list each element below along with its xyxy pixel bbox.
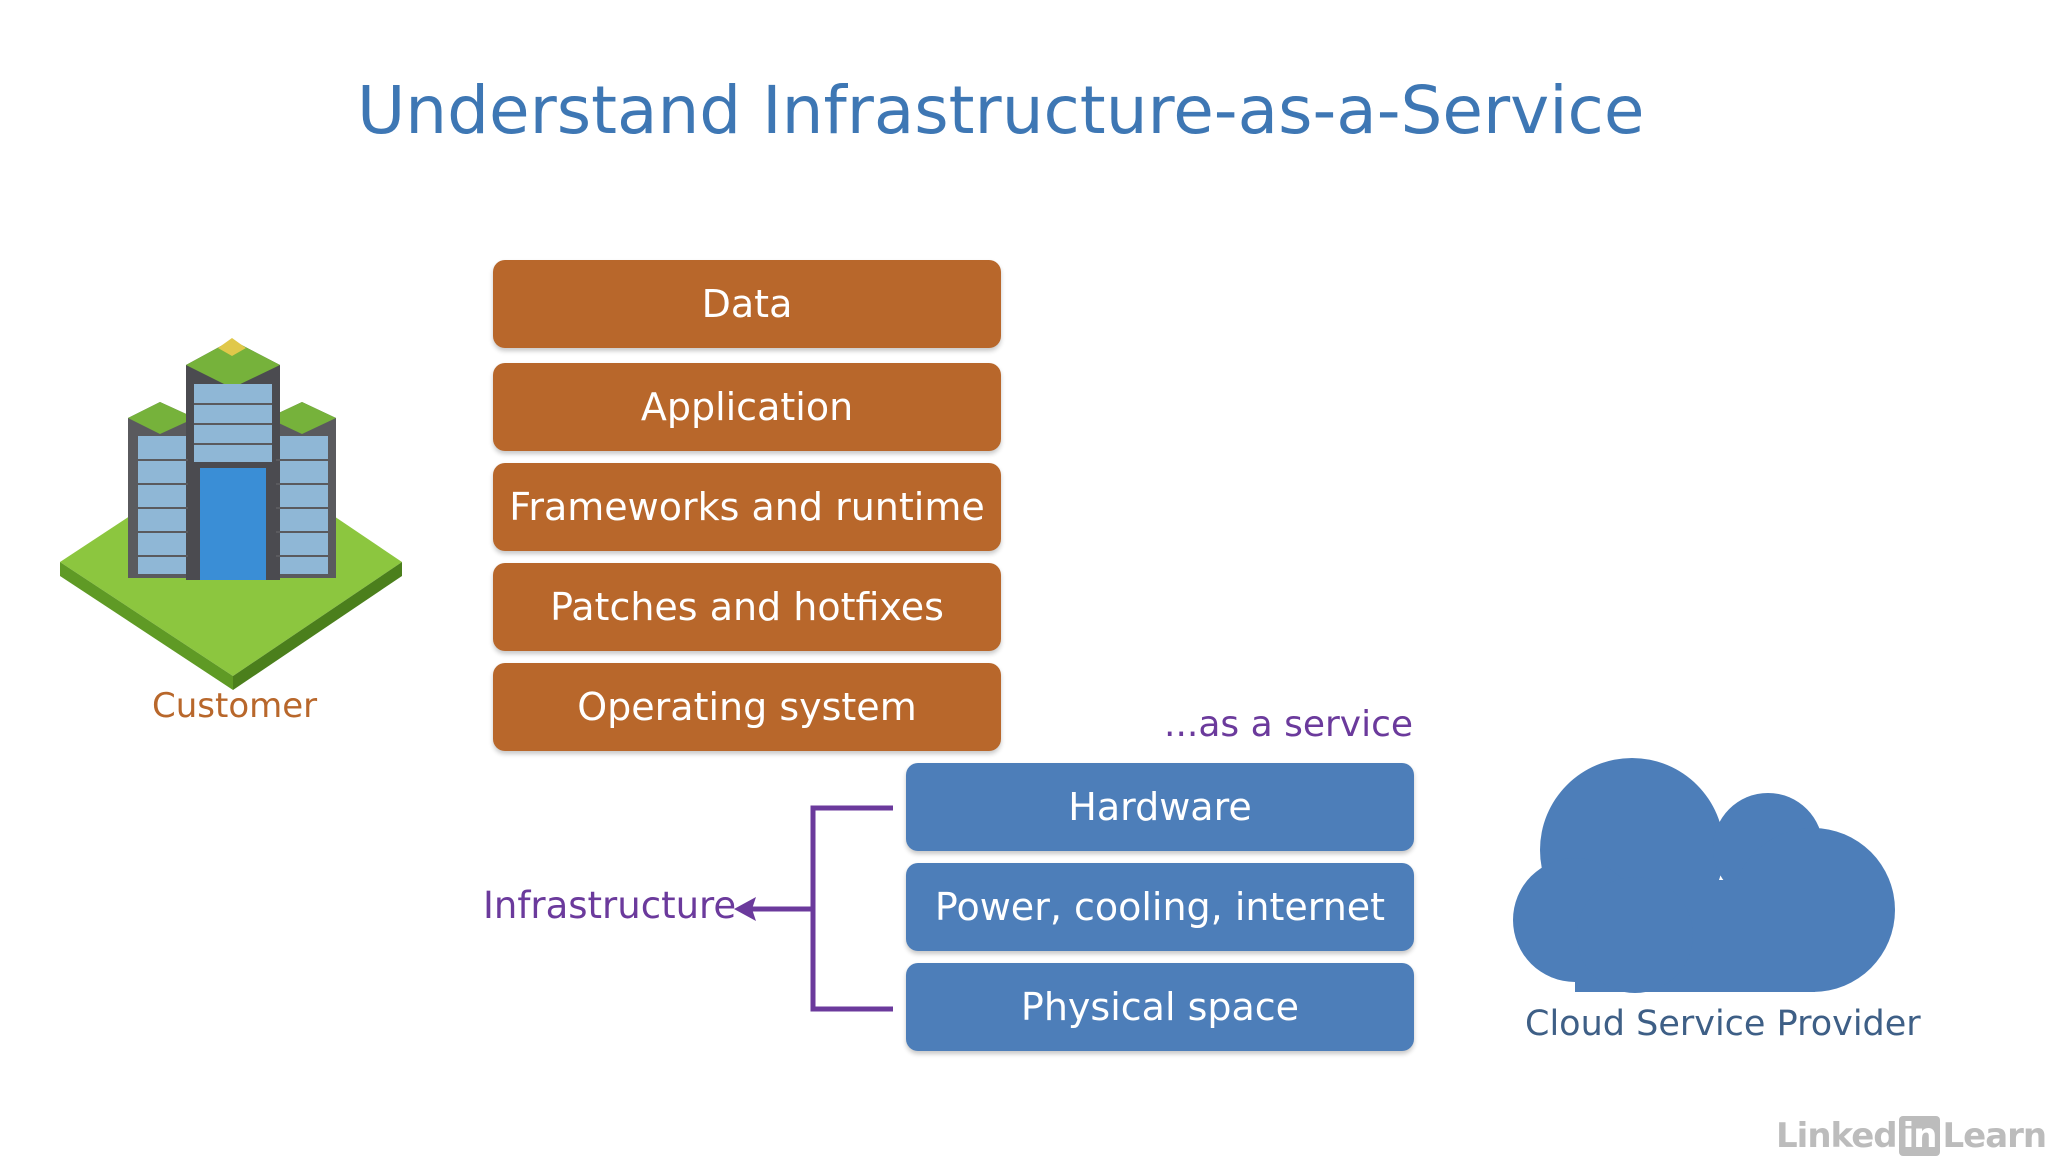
linkedin-learning-watermark: LinkedinLearning: [1776, 1116, 2046, 1156]
as-a-service-label: ...as a service: [1164, 704, 1414, 745]
infrastructure-label: Infrastructure: [483, 884, 737, 927]
layer-application: Application: [493, 363, 1001, 451]
layer-hardware: Hardware: [906, 763, 1414, 851]
layer-operating-system: Operating system: [493, 663, 1001, 751]
cloud-service-provider-label: Cloud Service Provider: [1525, 1004, 1921, 1044]
layer-data: Data: [493, 260, 1001, 348]
customer-label: Customer: [152, 686, 318, 726]
slide-title: Understand Infrastructure-as-a-Service: [357, 72, 1645, 149]
layer-frameworks-runtime: Frameworks and runtime: [493, 463, 1001, 551]
layer-power-cooling-internet: Power, cooling, internet: [906, 863, 1414, 951]
arrow-left-icon: [734, 897, 756, 921]
layer-patches-hotfixes: Patches and hotfixes: [493, 563, 1001, 651]
layer-physical-space: Physical space: [906, 963, 1414, 1051]
